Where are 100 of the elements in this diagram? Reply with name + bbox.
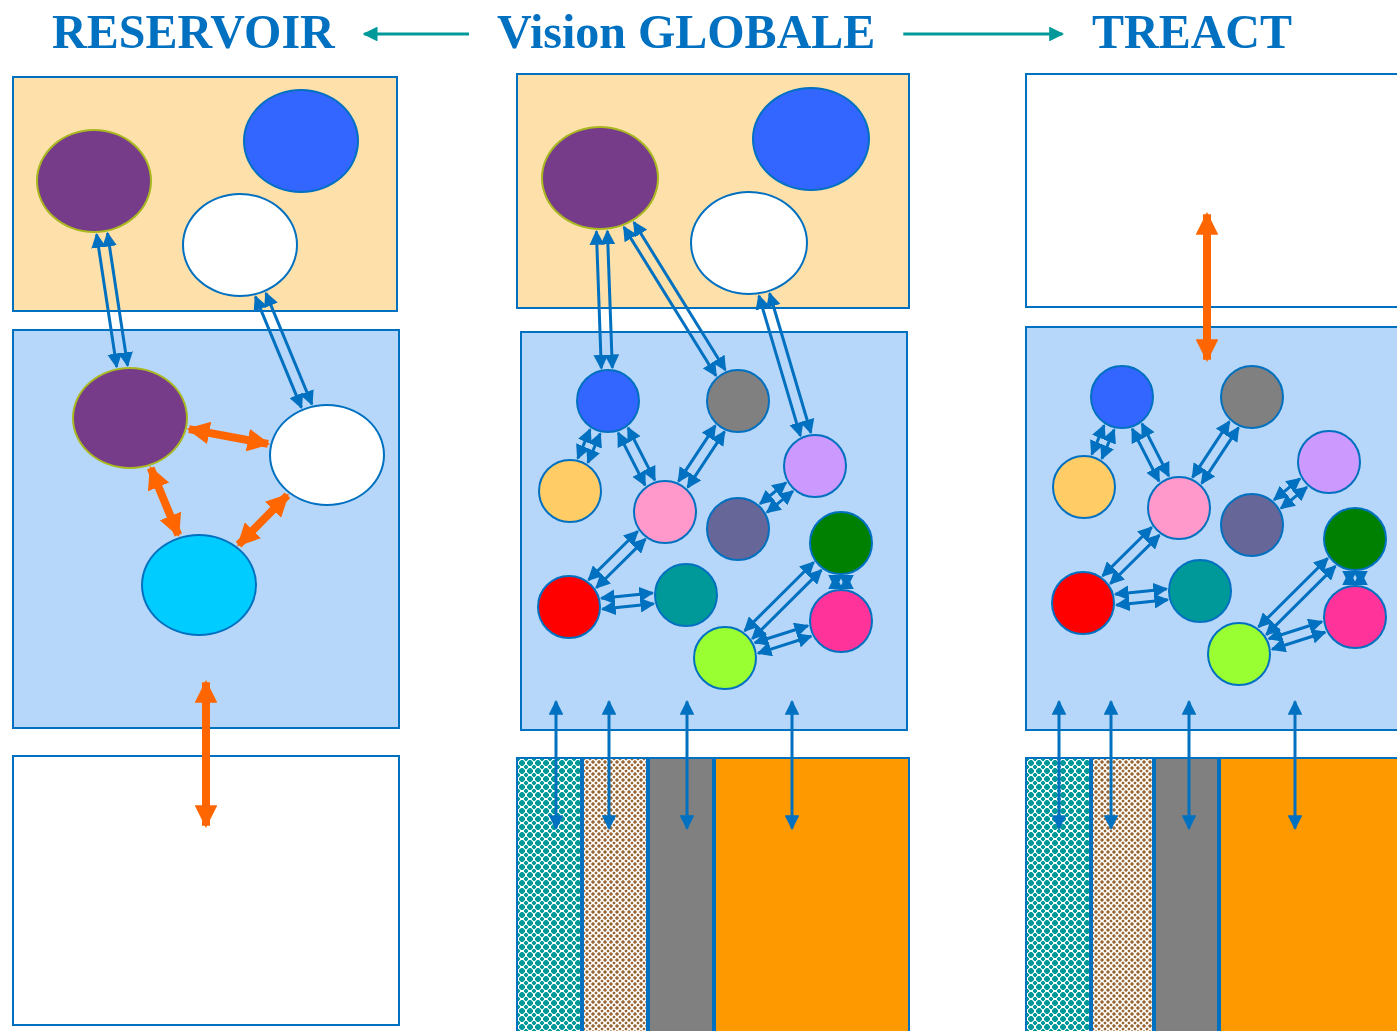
- region-panel: [12, 329, 400, 729]
- double-headed-arrow: [601, 700, 617, 830]
- double-headed-arrow: [766, 291, 815, 435]
- circle: [633, 480, 697, 544]
- double-headed-arrow: [1342, 570, 1357, 586]
- double-headed-arrow: [1130, 427, 1161, 483]
- arrow: [362, 26, 469, 42]
- circle: [1323, 585, 1387, 649]
- circle: [1297, 430, 1361, 494]
- circle: [809, 589, 873, 653]
- region-panel: [1025, 326, 1397, 731]
- double-headed-arrow: [743, 561, 815, 632]
- double-headed-arrow: [1101, 526, 1153, 577]
- double-headed-arrow: [679, 700, 695, 830]
- circle: [706, 369, 770, 433]
- circle: [809, 511, 873, 575]
- layer-strip: [1091, 757, 1154, 1031]
- double-headed-arrow: [194, 680, 218, 828]
- layer-strip: [648, 757, 714, 1031]
- layer-strip: [582, 757, 648, 1031]
- double-headed-arrow: [751, 569, 823, 640]
- circle: [1220, 493, 1284, 557]
- layer-strip: [1219, 757, 1397, 1031]
- circle: [1323, 507, 1387, 571]
- circle: [706, 497, 770, 561]
- double-headed-arrow: [102, 231, 133, 368]
- circle: [1090, 365, 1154, 429]
- double-headed-arrow: [632, 221, 727, 372]
- region-panel: [520, 331, 908, 731]
- circle: [1207, 622, 1271, 686]
- double-headed-arrow: [586, 432, 602, 465]
- double-headed-arrow: [1191, 420, 1231, 479]
- double-headed-arrow: [1195, 212, 1219, 362]
- double-headed-arrow: [1270, 629, 1327, 653]
- double-headed-arrow: [600, 229, 620, 370]
- double-headed-arrow: [756, 633, 813, 657]
- double-headed-arrow: [1200, 426, 1240, 485]
- double-headed-arrow: [1279, 486, 1309, 510]
- double-headed-arrow: [626, 426, 657, 482]
- double-headed-arrow: [765, 490, 795, 514]
- double-headed-arrow: [755, 294, 804, 438]
- double-headed-arrow: [253, 295, 304, 409]
- double-headed-arrow: [1113, 582, 1169, 601]
- double-headed-arrow: [599, 586, 655, 605]
- double-headed-arrow: [1353, 570, 1368, 586]
- circle: [1147, 476, 1211, 540]
- upper-box: [1025, 73, 1397, 308]
- double-headed-arrow: [1114, 593, 1170, 612]
- double-headed-arrow: [600, 597, 656, 616]
- heading: Vision GLOBALE: [469, 0, 904, 64]
- double-headed-arrow: [686, 430, 726, 489]
- double-headed-arrow: [91, 232, 122, 369]
- double-headed-arrow: [1051, 700, 1067, 830]
- circle: [1052, 455, 1116, 519]
- double-headed-arrow: [1109, 534, 1161, 585]
- circle: [654, 563, 718, 627]
- double-headed-arrow: [595, 538, 647, 589]
- double-headed-arrow: [1100, 428, 1116, 461]
- upper-box: [12, 76, 398, 312]
- heading: TREACT: [1064, 0, 1321, 64]
- circle: [1168, 559, 1232, 623]
- double-headed-arrow: [1287, 700, 1303, 830]
- double-headed-arrow: [839, 574, 854, 590]
- double-headed-arrow: [264, 291, 314, 406]
- arrow: [903, 26, 1064, 42]
- layer-strip: [714, 757, 910, 1031]
- double-headed-arrow: [1267, 618, 1324, 642]
- double-headed-arrow: [616, 431, 647, 487]
- double-headed-arrow: [677, 424, 717, 483]
- double-headed-arrow: [753, 622, 810, 646]
- double-headed-arrow: [587, 530, 639, 581]
- double-headed-arrow: [1272, 477, 1302, 501]
- circle: [538, 459, 602, 523]
- circle: [1051, 571, 1115, 635]
- double-headed-arrow: [147, 465, 182, 538]
- heading: RESERVOIR: [24, 0, 363, 64]
- double-headed-arrow: [758, 481, 788, 505]
- upper-box: [516, 73, 910, 309]
- double-headed-arrow: [576, 427, 592, 460]
- layer-strip: [1154, 757, 1219, 1031]
- double-headed-arrow: [235, 492, 291, 548]
- circle: [783, 434, 847, 498]
- double-headed-arrow: [589, 229, 609, 370]
- upper-box: [12, 755, 400, 1026]
- double-headed-arrow: [186, 421, 271, 452]
- double-headed-arrow: [548, 700, 564, 830]
- double-headed-arrow: [1265, 565, 1337, 636]
- circle: [537, 575, 601, 639]
- circle: [1220, 365, 1284, 429]
- double-headed-arrow: [622, 225, 718, 378]
- circle: [576, 369, 640, 433]
- double-headed-arrow: [1181, 700, 1197, 830]
- layer-strip: [1025, 757, 1091, 1031]
- double-headed-arrow: [1090, 423, 1106, 456]
- double-headed-arrow: [784, 700, 800, 830]
- double-headed-arrow: [1103, 700, 1119, 830]
- circle: [693, 626, 757, 690]
- double-headed-arrow: [828, 574, 843, 590]
- double-headed-arrow: [1140, 422, 1171, 478]
- layer-strip: [516, 757, 582, 1031]
